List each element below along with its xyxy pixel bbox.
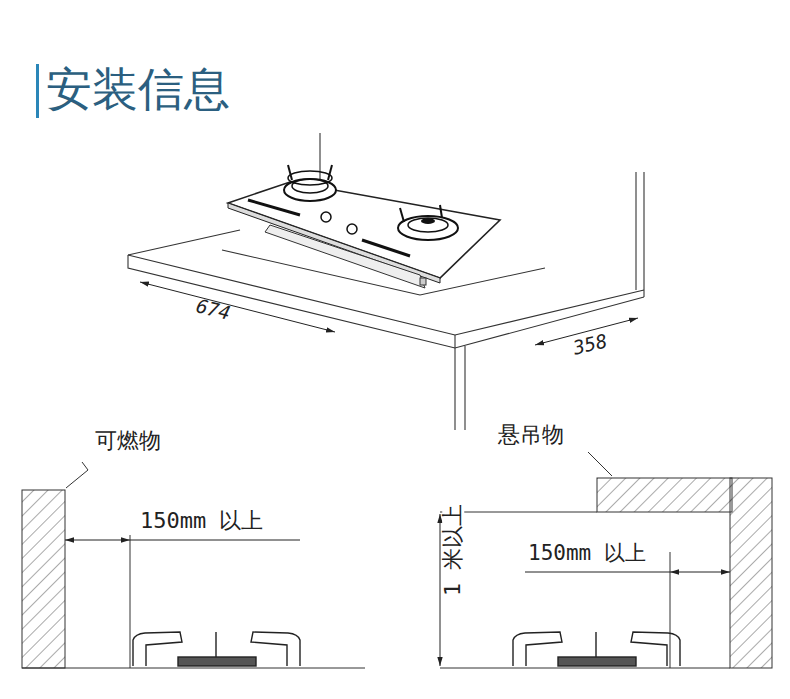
title-bar [36, 64, 39, 118]
stove-side-view [133, 632, 300, 666]
dimension-label: 358 [571, 331, 609, 357]
gas-stove [228, 165, 500, 288]
countertop [128, 133, 644, 430]
page-title: 安装信息 [46, 66, 230, 112]
hanging-object [440, 452, 772, 668]
dimension-label: 674 [194, 296, 232, 323]
stove-side-view [513, 632, 680, 666]
object-label: 悬吊物 [498, 424, 564, 446]
dimension-lines [140, 282, 638, 345]
combustible-wall [22, 462, 365, 668]
clearance-label: 150mm 以上 [140, 510, 263, 532]
clearance-label: 150mm 以上 [528, 543, 646, 564]
height-label: 1 米以上 [442, 504, 464, 597]
object-label: 可燃物 [95, 430, 161, 452]
